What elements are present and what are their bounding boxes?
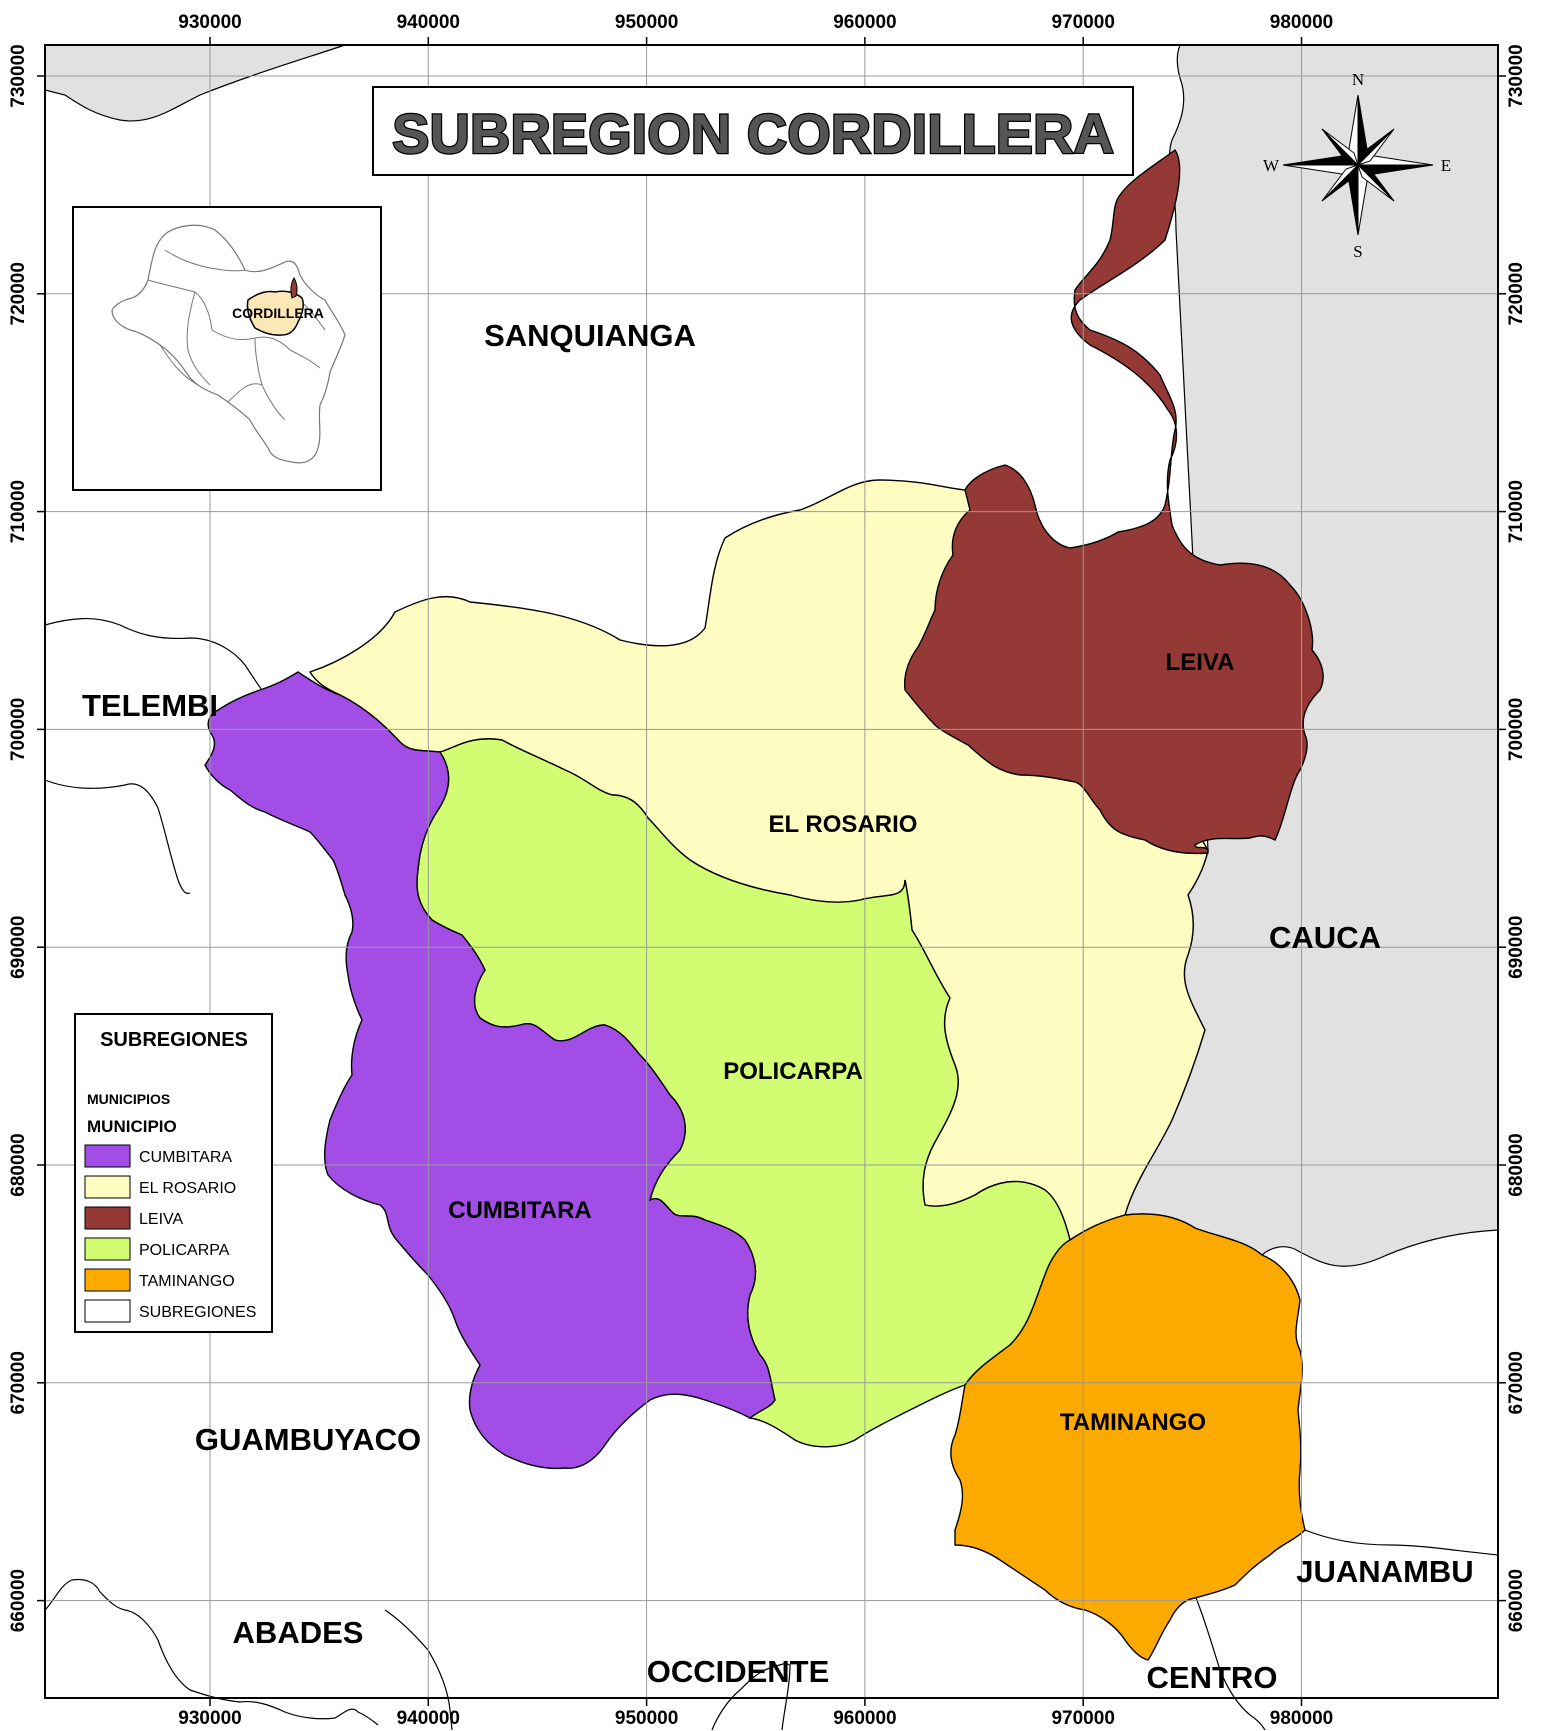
label-guambuyaco: GUAMBUYACO xyxy=(195,1422,421,1457)
boundary-juanambu xyxy=(1304,1529,1499,1556)
label-taminango: TAMINANGO xyxy=(1060,1409,1206,1436)
legend-swatch xyxy=(84,1268,131,1292)
y-tick-label-right: 720000 xyxy=(1506,262,1527,325)
boundary-telembi-south xyxy=(44,779,191,895)
inset-internal-boundaries xyxy=(147,249,326,421)
label-occidente: OCCIDENTE xyxy=(647,1654,830,1689)
frame-ticks xyxy=(37,37,1506,1706)
x-tick-label-top: 930000 xyxy=(178,12,241,33)
label-cauca: CAUCA xyxy=(1269,920,1381,955)
label-telembi: TELEMBI xyxy=(82,688,218,723)
x-tick-label-top: 980000 xyxy=(1270,12,1333,33)
x-tick-label-bottom: 940000 xyxy=(397,1708,460,1729)
y-tick-label-right: 710000 xyxy=(1506,480,1527,543)
inset-department-outline xyxy=(111,224,346,464)
label-juanambu: JUANAMBU xyxy=(1296,1554,1473,1589)
y-tick-label-right: 670000 xyxy=(1506,1351,1527,1414)
legend-item-label: TAMINANGO xyxy=(139,1273,235,1290)
legend-item-label: EL ROSARIO xyxy=(139,1180,236,1197)
legend-item-label: POLICARPA xyxy=(139,1242,230,1259)
legend-field: MUNICIPIO xyxy=(87,1117,177,1136)
region-labels: SANQUIANGA TELEMBI CAUCA GUAMBUYACO ABAD… xyxy=(82,318,1474,1695)
y-tick-label-right: 690000 xyxy=(1506,915,1527,978)
muni-area-taminango xyxy=(950,1213,1306,1661)
y-tick-label-left: 690000 xyxy=(8,915,29,978)
label-leiva: LEIVA xyxy=(1166,649,1235,676)
y-tick-label-right: 700000 xyxy=(1506,698,1527,761)
subregion-boundaries xyxy=(44,617,1499,1731)
compass-north: N xyxy=(1352,70,1364,89)
label-centro: CENTRO xyxy=(1147,1660,1278,1695)
compass-west: W xyxy=(1263,156,1280,175)
x-tick-label-bottom: 970000 xyxy=(1051,1708,1114,1729)
inset-cordillera-highlight xyxy=(246,290,304,336)
municipality-labels: LEIVA EL ROSARIO POLICARPA CUMBITARA TAM… xyxy=(448,649,1234,1436)
inset-leiva-tip xyxy=(290,277,298,299)
title-box: SUBREGION CORDILLERA xyxy=(372,86,1134,176)
y-tick-label-right: 660000 xyxy=(1506,1569,1527,1632)
label-sanquianga: SANQUIANGA xyxy=(484,318,696,353)
tick-labels: 930000 930000 940000 940000 950000 950000 9600… xyxy=(8,12,1527,1729)
inset-map: CORDILLERA xyxy=(72,206,382,491)
label-abades: ABADES xyxy=(233,1615,364,1650)
y-tick-label-left: 700000 xyxy=(8,698,29,761)
legend-item-label: SUBREGIONES xyxy=(139,1304,256,1321)
muni-area-leiva xyxy=(903,148,1324,855)
boundary-abades xyxy=(44,1578,379,1726)
y-tick-label-left: 680000 xyxy=(8,1133,29,1196)
legend: SUBREGIONES MUNICIPIOS MUNICIPIO CUMBITA… xyxy=(74,1013,273,1333)
x-tick-label-bottom: 980000 xyxy=(1270,1708,1333,1729)
muni-area-cumbitara xyxy=(204,671,776,1470)
x-tick-label-bottom: 950000 xyxy=(615,1708,678,1729)
compass-rose: N S E W xyxy=(1263,70,1451,261)
compass-star xyxy=(1282,94,1434,236)
boundary-centro xyxy=(1195,1597,1266,1731)
x-tick-label-top: 970000 xyxy=(1051,12,1114,33)
y-tick-label-left: 730000 xyxy=(8,44,29,107)
compass-south: S xyxy=(1353,242,1362,261)
y-tick-label-left: 710000 xyxy=(8,480,29,543)
x-tick-label-top: 940000 xyxy=(397,12,460,33)
y-tick-label-right: 730000 xyxy=(1506,44,1527,107)
label-policarpa: POLICARPA xyxy=(723,1058,863,1085)
legend-subheading: MUNICIPIOS xyxy=(87,1091,170,1107)
y-tick-label-left: 660000 xyxy=(8,1569,29,1632)
y-tick-label-left: 720000 xyxy=(8,262,29,325)
boundary-occidente xyxy=(711,1663,791,1731)
label-el-rosario: EL ROSARIO xyxy=(769,811,918,838)
x-tick-label-top: 960000 xyxy=(833,12,896,33)
x-tick-label-top: 950000 xyxy=(615,12,678,33)
map-frame xyxy=(44,44,1499,1699)
map-title: SUBREGION CORDILLERA xyxy=(392,102,1114,165)
area-northwest-grey xyxy=(44,44,346,122)
legend-heading: SUBREGIONES xyxy=(100,1029,248,1051)
municipalities xyxy=(204,148,1324,1661)
legend-swatch xyxy=(84,1175,131,1199)
y-tick-label-right: 680000 xyxy=(1506,1133,1527,1196)
legend-item-label: LEIVA xyxy=(139,1211,184,1228)
legend-items: CUMBITARA EL ROSARIO LEIVA POLICARPA TAMINAN… xyxy=(84,1144,256,1323)
legend-swatch xyxy=(84,1144,131,1168)
x-tick-label-bottom: 930000 xyxy=(178,1708,241,1729)
legend-item-label: CUMBITARA xyxy=(139,1149,232,1166)
compass-east: E xyxy=(1441,156,1451,175)
y-tick-label-left: 670000 xyxy=(8,1351,29,1414)
legend-swatch xyxy=(84,1237,131,1261)
inset-label-cordillera: CORDILLERA xyxy=(232,305,324,321)
legend-swatch xyxy=(84,1206,131,1230)
boundary-telembi xyxy=(44,617,263,691)
x-tick-label-bottom: 960000 xyxy=(833,1708,896,1729)
label-cumbitara: CUMBITARA xyxy=(448,1197,592,1224)
legend-swatch xyxy=(84,1299,131,1323)
